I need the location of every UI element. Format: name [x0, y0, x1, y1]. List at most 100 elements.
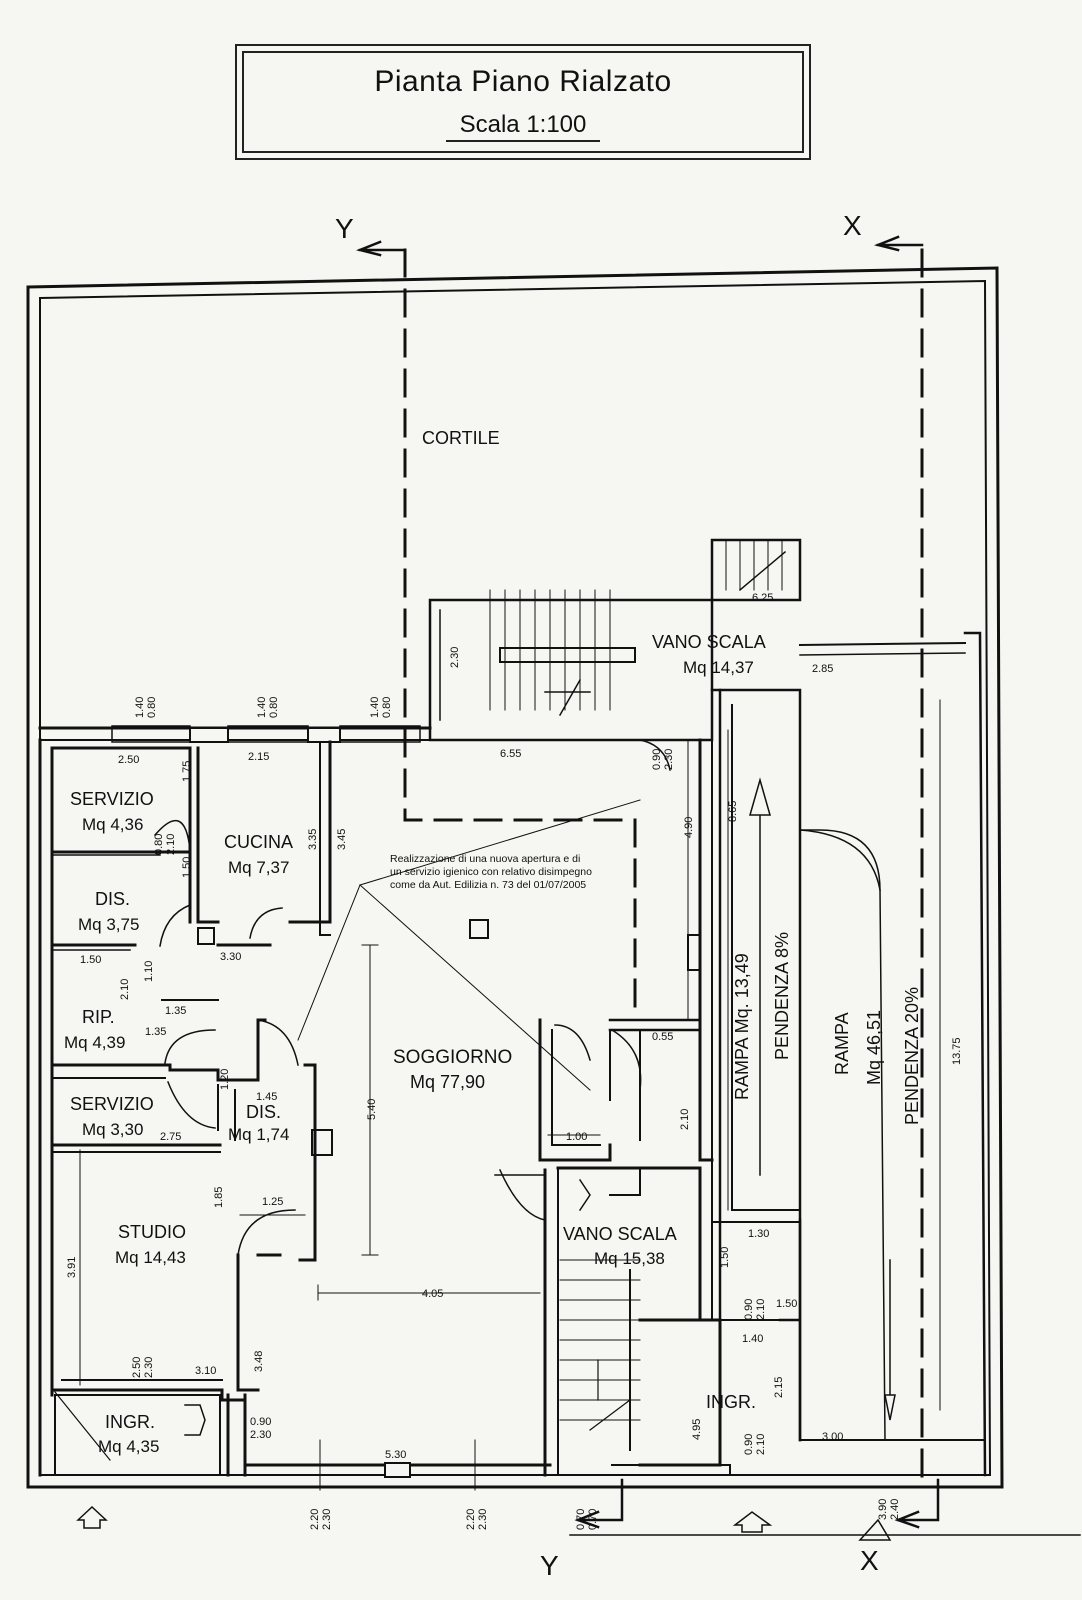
note-line-1: Realizzazione di una nuova apertura e di: [390, 853, 580, 865]
dim-110: 1.10: [143, 961, 155, 982]
dim-540: 5.40: [366, 1099, 378, 1120]
dim-345: 3.45: [336, 829, 348, 850]
dim-250: 2.50: [118, 754, 139, 766]
ramp1-slope: PENDENZA 8%: [772, 932, 792, 1060]
door-ingr2-bot: 2.10: [755, 1434, 767, 1455]
room-studio-area: Mq 14,43: [115, 1248, 186, 1267]
base-dim-3-top: 0.70: [575, 1509, 587, 1530]
room-soggiorno-name: SOGGIORNO: [393, 1047, 512, 1068]
room-vano-scala-top-area: Mq 14,37: [683, 658, 754, 677]
dim-125: 1.25: [262, 1196, 283, 1208]
room-dis2-area: Mq 1,74: [228, 1125, 289, 1144]
note-line-2: un servizio igienico con relativo disimp…: [390, 866, 592, 878]
dim-215b: 2.15: [773, 1377, 785, 1398]
dim-w2-bot: 0.80: [268, 697, 280, 718]
room-servizio2-area: Mq 3,30: [82, 1120, 143, 1139]
room-vano-scala-top-name: VANO SCALA: [652, 632, 766, 652]
dim-w2-top: 1.40: [256, 697, 268, 718]
ramp2-slope: PENDENZA 20%: [902, 987, 922, 1125]
dim-140: 1.40: [742, 1333, 763, 1345]
dim-300: 3.00: [822, 1431, 843, 1443]
dim-530: 5.30: [385, 1449, 406, 1461]
scale-text: Scala 1:100: [445, 111, 601, 142]
section-x-label-top: X: [843, 210, 862, 241]
door-ingr2-top: 0.90: [743, 1434, 755, 1455]
outer-wall: [26, 266, 1004, 1489]
dim-150v: 1.50: [181, 857, 193, 878]
room-servizio1-name: SERVIZIO: [70, 789, 154, 809]
door-top-b: 2.30: [663, 749, 675, 770]
dim-625: 6.25: [752, 592, 773, 604]
door-dim-bot: 2.10: [165, 834, 177, 855]
base-dim-1-top: 2.20: [309, 1509, 321, 1530]
dim-175: 1.75: [181, 761, 193, 782]
dim-055: 0.55: [652, 1031, 673, 1043]
dim-865: 8.65: [727, 801, 739, 822]
win-230: 2.30: [143, 1357, 155, 1378]
dim-330: 3.30: [220, 951, 241, 963]
base-dim-2-bot: 2.30: [477, 1509, 489, 1530]
room-dis1-name: DIS.: [95, 889, 130, 909]
base-dim-4-bot: 2.10: [755, 1299, 767, 1320]
dim-w3-top: 1.40: [369, 697, 381, 718]
dim-310: 3.10: [195, 1365, 216, 1377]
room-cucina-name: CUCINA: [224, 832, 293, 852]
base-dim-2-top: 2.20: [465, 1509, 477, 1530]
win-250: 2.50: [131, 1357, 143, 1378]
section-x-label-bottom: X: [860, 1545, 879, 1576]
base-dim-5-bot: 2.40: [889, 1499, 901, 1520]
dim-100: 1.00: [566, 1131, 587, 1143]
room-ingr2-name: INGR.: [706, 1392, 756, 1412]
room-rip-area: Mq 4,39: [64, 1033, 125, 1052]
dim-w1-bot: 0.80: [146, 697, 158, 718]
door-top-a: 0.90: [651, 749, 663, 770]
dim-285: 2.85: [812, 663, 833, 675]
room-cucina-area: Mq 7,37: [228, 858, 289, 877]
dim-210b: 2.10: [679, 1109, 691, 1130]
base-dim-5-top: 3.90: [877, 1499, 889, 1520]
ingresso-box: [54, 1394, 221, 1476]
room-studio-name: STUDIO: [118, 1222, 186, 1242]
section-y-label-bottom: Y: [540, 1550, 559, 1581]
base-dim-3-bot: 0.70: [587, 1509, 599, 1530]
room-dis1-area: Mq 3,75: [78, 915, 139, 934]
dim-495: 4.95: [691, 1419, 703, 1440]
dim-391: 3.91: [66, 1257, 78, 1278]
room-rip-name: RIP.: [82, 1007, 115, 1027]
room-ingr1-area: Mq 4,35: [98, 1437, 159, 1456]
dim-405: 4.05: [422, 1288, 443, 1300]
drawing-title: Pianta Piano Rialzato: [374, 65, 672, 98]
note-line-3: come da Aut. Edilizia n. 73 del 01/07/20…: [390, 879, 586, 891]
door-arc-servizio: [153, 819, 191, 851]
dim-348: 3.48: [253, 1351, 265, 1372]
dim-185: 1.85: [213, 1187, 225, 1208]
dim-490: 4.90: [683, 817, 695, 838]
ramp2-name: RAMPA: [832, 1012, 852, 1075]
dim-150d: 1.50: [776, 1298, 797, 1310]
dim-210v: 2.10: [119, 979, 131, 1000]
room-ingr1-name: INGR.: [105, 1412, 155, 1432]
room-soggiorno-area: Mq 77,90: [410, 1072, 485, 1092]
base-dim-4-top: 0.90: [743, 1299, 755, 1320]
section-line-y-upper: [403, 248, 637, 1022]
dim-150: 1.50: [80, 954, 101, 966]
dim-150c: 1.50: [719, 1247, 731, 1268]
base-dim-1-bot: 2.30: [321, 1509, 333, 1530]
dim-w3-bot: 0.80: [381, 697, 393, 718]
section-y-label-top: Y: [335, 213, 354, 244]
room-servizio1-area: Mq 4,36: [82, 815, 143, 834]
dim-215: 2.15: [248, 751, 269, 763]
dim-145: 1.45: [256, 1091, 277, 1103]
room-cortile: CORTILE: [422, 428, 500, 448]
ramp2-area: Mq 46,51: [864, 1010, 884, 1085]
dim-120: 1.20: [219, 1069, 231, 1090]
dim-655: 6.55: [500, 748, 521, 760]
door-dim-top: 0.80: [153, 834, 165, 855]
door-ingr-bot: 2.30: [250, 1429, 271, 1441]
dim-w1-top: 1.40: [134, 697, 146, 718]
room-servizio2-name: SERVIZIO: [70, 1094, 154, 1114]
drawing-scale: Scala 1:100: [244, 111, 802, 142]
dim-230: 2.30: [449, 647, 461, 668]
title-block: Pianta Piano Rialzato Scala 1:100: [235, 44, 811, 160]
